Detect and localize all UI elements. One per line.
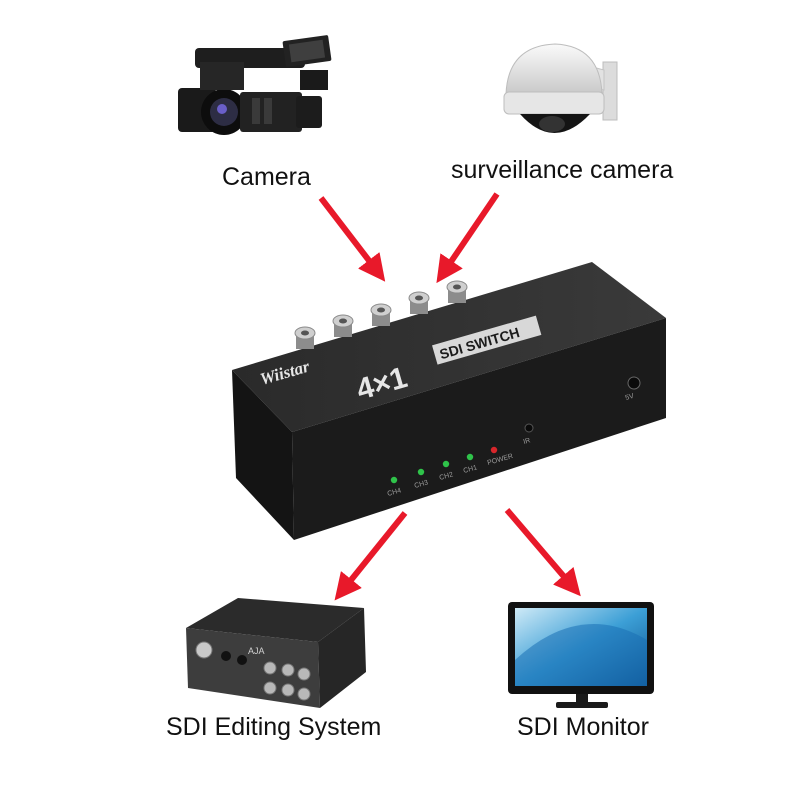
led-ch3-icon — [417, 468, 425, 476]
bnc-connectors — [294, 280, 468, 349]
editing-box-brand: AJA — [248, 646, 265, 656]
led-label-ch1: CH1 — [463, 464, 478, 475]
bnc-connector — [294, 326, 316, 349]
arrow-camera-to-switch — [318, 196, 386, 282]
led-ch1-icon — [466, 453, 474, 461]
led-ch2-icon — [442, 460, 450, 468]
power-input-label: 5V — [625, 393, 635, 402]
bnc-connector — [370, 303, 392, 326]
bnc-connector — [332, 314, 354, 337]
led-ch4-icon — [390, 476, 398, 484]
led-power-icon — [490, 446, 498, 454]
ir-label: IR — [523, 437, 532, 446]
arrow-surveillance-to-switch — [436, 192, 500, 284]
device-badge-bg — [432, 315, 542, 365]
arrow-switch-to-monitor — [504, 508, 581, 597]
bnc-connector — [408, 291, 430, 314]
led-label-ch3: CH3 — [414, 479, 429, 490]
surveillance-camera-icon — [503, 43, 618, 133]
sdi-editing-system-label: SDI Editing System — [166, 713, 382, 741]
camcorder-icon — [178, 35, 332, 135]
surveillance-camera-label: surveillance camera — [451, 156, 674, 184]
sdi-monitor-label: SDI Monitor — [517, 713, 649, 741]
arrow-switch-to-editing-system — [334, 511, 408, 601]
power-jack-icon — [627, 376, 641, 390]
arrows — [318, 192, 581, 601]
camera-label: Camera — [222, 163, 311, 191]
sdi-switch-device: Wiistar 4×1 SDI SWITCH CH4 CH3 CH2 CH1 P… — [232, 262, 666, 540]
ir-sensor-icon — [524, 423, 534, 433]
sdi-monitor-icon — [508, 602, 654, 708]
sdi-editing-system-icon: AJA — [186, 598, 366, 708]
led-label-ch4: CH4 — [387, 487, 402, 498]
led-label-ch2: CH2 — [439, 471, 454, 482]
bnc-connector — [446, 280, 468, 303]
